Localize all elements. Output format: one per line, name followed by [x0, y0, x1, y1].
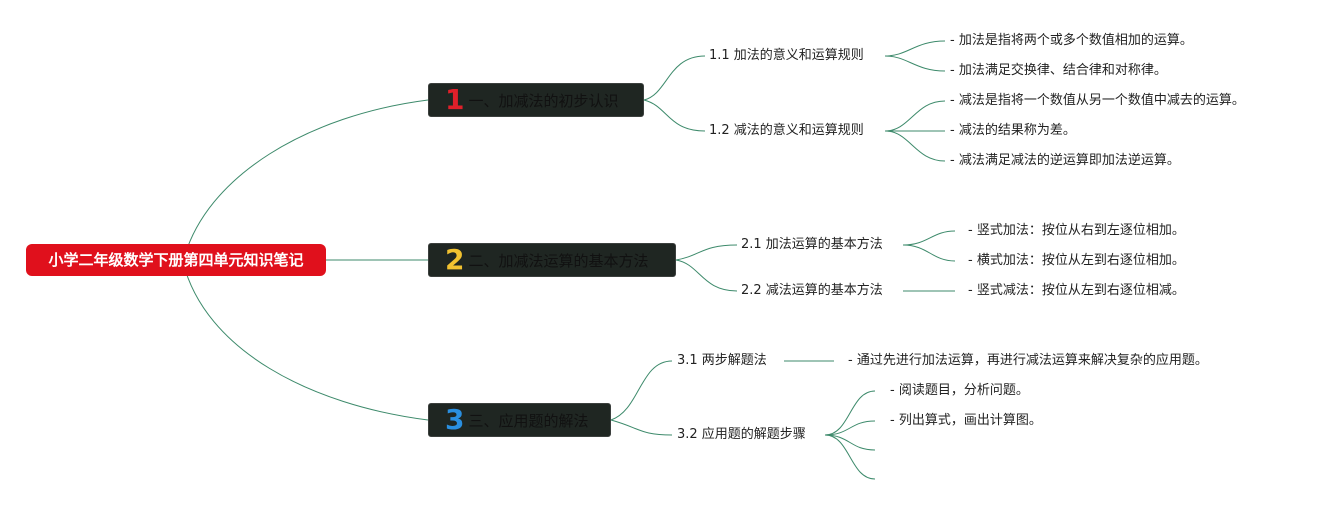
connector-branch-1-sub-1-2 [643, 99, 706, 132]
leaf-1-1-1[interactable]: - 加法是指将两个或多个数值相加的运算。 [950, 33, 1193, 48]
subtopic-1-1[interactable]: 1.1 加法的意义和运算规则 [709, 48, 864, 63]
branch-node-3[interactable]: 3 三、应用题的解法 [428, 403, 611, 437]
root-node[interactable]: 小学二年级数学下册第四单元知识笔记 [26, 244, 326, 276]
leaf-3-2-1[interactable]: - 阅读题目，分析问题。 [890, 383, 1029, 398]
connector-root-branch-3 [182, 261, 429, 421]
leaf-2-1-1[interactable]: - 竖式加法：按位从右到左逐位相加。 [968, 223, 1185, 238]
branch-node-2[interactable]: 2 二、加减法运算的基本方法 [428, 243, 676, 277]
leaf-2-2-1[interactable]: - 竖式减法：按位从左到右逐位相减。 [968, 283, 1185, 298]
connector-sub-3-2-leaf-3 [824, 434, 876, 451]
connector-branch-3-sub-3-1 [610, 360, 673, 421]
connector-sub-3-2-leaf-2 [824, 420, 876, 436]
branch-label-3: 三、应用题的解法 [468, 411, 589, 430]
connector-branch-1-sub-1-1 [643, 55, 706, 101]
branch-number-3: 3 [445, 403, 465, 436]
connector-sub-1-2-leaf-1 [884, 100, 946, 132]
branch-number-2: 2 [445, 243, 465, 276]
connector-sub-2-1-leaf-1 [902, 230, 956, 246]
branch-label-1: 一、加减法的初步认识 [468, 91, 619, 110]
connector-branch-2-sub-2-1 [675, 244, 738, 261]
connector-sub-3-2-leaf-4 [824, 434, 876, 480]
branch-label-2: 二、加减法运算的基本方法 [468, 251, 649, 270]
connector-sub-1-1-leaf-1 [884, 40, 946, 57]
branch-node-1[interactable]: 1 一、加减法的初步认识 [428, 83, 644, 117]
leaf-1-2-2[interactable]: - 减法的结果称为差。 [950, 123, 1076, 138]
leaf-2-1-2[interactable]: - 横式加法：按位从左到右逐位相加。 [968, 253, 1185, 268]
connector-sub-3-2-leaf-1 [824, 390, 876, 436]
connector-root-branch-1 [182, 99, 429, 263]
leaf-1-1-2[interactable]: - 加法满足交换律、结合律和对称律。 [950, 63, 1167, 78]
leaf-3-2-2[interactable]: - 列出算式，画出计算图。 [890, 413, 1042, 428]
subtopic-2-2[interactable]: 2.2 减法运算的基本方法 [741, 283, 883, 298]
connector-sub-1-1-leaf-2 [884, 55, 946, 72]
connector-sub-2-1-leaf-2 [902, 244, 956, 262]
subtopic-1-2[interactable]: 1.2 减法的意义和运算规则 [709, 123, 864, 138]
subtopic-3-2[interactable]: 3.2 应用题的解题步骤 [677, 427, 806, 442]
branch-number-1: 1 [445, 83, 465, 116]
subtopic-3-1[interactable]: 3.1 两步解题法 [677, 353, 767, 368]
leaf-1-2-3[interactable]: - 减法满足减法的逆运算即加法逆运算。 [950, 153, 1180, 168]
leaf-3-1-1[interactable]: - 通过先进行加法运算，再进行减法运算来解决复杂的应用题。 [848, 353, 1208, 368]
subtopic-2-1[interactable]: 2.1 加法运算的基本方法 [741, 237, 883, 252]
leaf-1-2-1[interactable]: - 减法是指将一个数值从另一个数值中减去的运算。 [950, 93, 1245, 108]
connector-sub-1-2-leaf-3 [884, 130, 946, 162]
connector-branch-3-sub-3-2 [610, 419, 673, 436]
connector-branch-2-sub-2-2 [675, 259, 738, 292]
